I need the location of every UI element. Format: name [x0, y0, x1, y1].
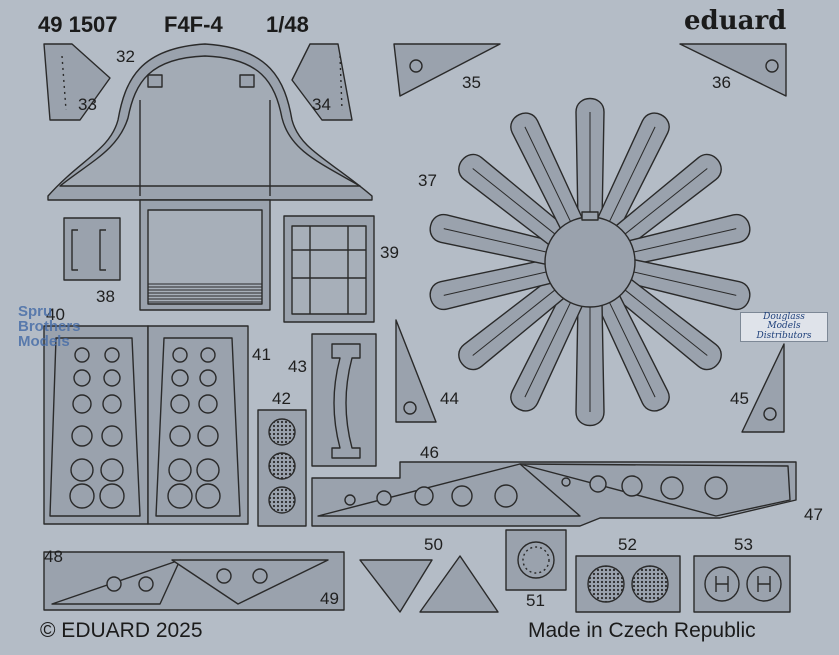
part-number-46: 46	[420, 443, 439, 462]
aircraft-name: F4F-4	[164, 12, 223, 37]
panel-40-dimple	[103, 369, 121, 387]
panel-41-dimple	[168, 458, 192, 482]
part-40-flap-panel	[43, 325, 149, 525]
part-number-53: 53	[734, 535, 753, 554]
panel-41-dimple	[199, 369, 217, 387]
scale-label: 1/48	[266, 12, 309, 37]
panel-40-dimple	[70, 458, 94, 482]
part-number-50: 50	[424, 535, 443, 554]
part-39-frame	[283, 215, 375, 323]
part-48-49-ribs	[43, 551, 345, 611]
part-52-mesh-discs	[575, 555, 681, 613]
part-number-37: 37	[418, 171, 437, 190]
part-42-mesh-discs	[257, 409, 307, 527]
part-number-33: 33	[78, 95, 97, 114]
part-number-51: 51	[526, 591, 545, 610]
part-51-disc	[505, 529, 567, 591]
panel-40-dimple	[72, 394, 92, 414]
part-33-bracket	[43, 43, 111, 121]
panel-40-dimple	[69, 483, 95, 509]
part-35-gusset	[393, 43, 501, 97]
panel-41-dimple	[198, 394, 218, 414]
panel-40-dimple	[102, 394, 122, 414]
engine-rib-groove	[472, 289, 556, 356]
part-45-gusset	[741, 343, 785, 433]
part-number-35: 35	[462, 73, 481, 92]
engine-rib-groove	[524, 302, 571, 398]
part-34-bracket	[291, 43, 353, 121]
part-46-47-wing-ribs	[311, 461, 797, 527]
origin-text: Made in Czech Republic	[528, 619, 756, 642]
panel-40-dimple	[100, 458, 124, 482]
part-number-47: 47	[804, 505, 823, 524]
part-number-38: 38	[96, 287, 115, 306]
panel-40-dimple	[99, 483, 125, 509]
panel-41-dimple	[196, 458, 220, 482]
watermark-line-3: Models	[18, 333, 70, 350]
distributor-line-1: Douglass	[763, 312, 805, 322]
panel-41-dimple	[197, 425, 219, 447]
engine-rib-groove	[609, 302, 656, 398]
part-53-discs	[693, 555, 791, 613]
panel-41-dimple	[169, 425, 191, 447]
panel-41-dimple	[171, 369, 189, 387]
part-number-34: 34	[312, 95, 331, 114]
part-number-44: 44	[440, 389, 459, 408]
part-36-gusset	[679, 43, 787, 97]
part-number-42: 42	[272, 389, 291, 408]
part-number-52: 52	[618, 535, 637, 554]
engine-rib-groove	[633, 271, 737, 296]
eduard-logo: eduard	[684, 6, 787, 36]
panel-40-dimple	[104, 347, 120, 363]
engine-rib-groove	[524, 126, 571, 222]
part-number-39: 39	[380, 243, 399, 262]
watermark-line-2: Brothers	[18, 318, 81, 335]
set-number: 49 1507	[38, 12, 118, 37]
watermark-line-1: Spru	[18, 303, 53, 320]
engine-rib-groove	[624, 289, 708, 356]
part-number-36: 36	[712, 73, 731, 92]
part-44-gusset	[395, 319, 437, 423]
part-38-clips	[63, 217, 121, 281]
part-37-engine-cylinder-ribs	[429, 97, 751, 427]
engine-rib-groove	[609, 126, 656, 222]
panel-41-dimple	[167, 483, 193, 509]
part-43-hinge	[311, 333, 377, 467]
panel-40-dimple	[101, 425, 123, 447]
copyright-text: © EDUARD 2025	[40, 619, 203, 642]
panel-41-dimple	[200, 347, 216, 363]
engine-rib-groove	[443, 228, 547, 253]
engine-rib-groove	[633, 228, 737, 253]
part-number-43: 43	[288, 357, 307, 376]
panel-41-dimple	[172, 347, 188, 363]
panel-40-dimple	[73, 369, 91, 387]
distributor-line-3: Distributors	[756, 330, 812, 341]
panel-40-dimple	[74, 347, 90, 363]
panel-40-dimple	[71, 425, 93, 447]
sprue-brothers-watermark: Spru Brothers Models	[18, 304, 98, 349]
part-number-48: 48	[44, 547, 63, 566]
part-number-45: 45	[730, 389, 749, 408]
part-number-41: 41	[252, 345, 271, 364]
distributor-stamp: Douglass Models Distributors	[740, 312, 828, 342]
part-number-49: 49	[320, 589, 339, 608]
part-50-brackets	[359, 555, 499, 613]
panel-41-dimple	[195, 483, 221, 509]
engine-rib-groove	[443, 271, 547, 296]
engine-rib-groove	[472, 168, 556, 235]
part-32-instrument-panel	[47, 43, 373, 311]
distributor-line-2: Models	[767, 321, 801, 332]
part-number-40: 40	[46, 305, 65, 324]
panel-41-dimple	[170, 394, 190, 414]
part-number-32: 32	[116, 47, 135, 66]
engine-rib-groove	[624, 168, 708, 235]
